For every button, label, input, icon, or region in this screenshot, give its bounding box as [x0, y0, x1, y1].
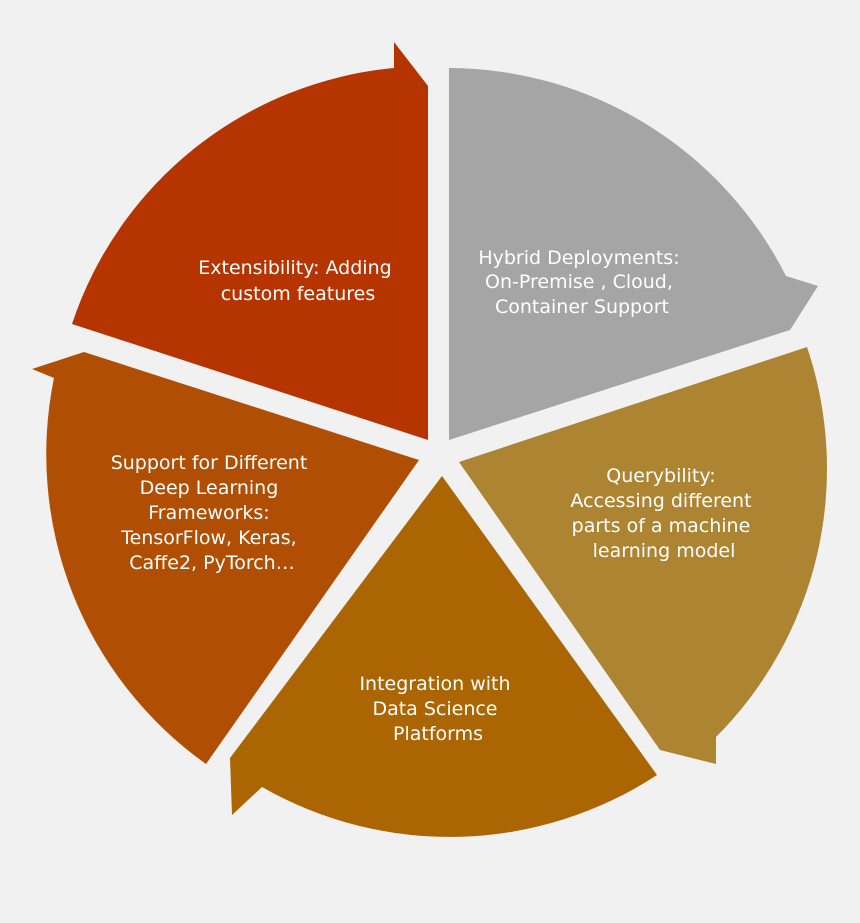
segment-querybility-label: Querybility: Accessing different parts o… — [570, 465, 757, 562]
segment-integration: Integration with Data Science Platforms — [230, 476, 657, 837]
segment-querybility-shape — [459, 347, 827, 764]
integration-label-line-1: Integration with — [359, 673, 510, 695]
integration-label-line-3: Platforms — [393, 723, 483, 745]
segment-extensibility-label: Extensibility: Adding custom features — [198, 257, 397, 305]
hybrid-label-line-2: On-Premise , Cloud, — [485, 271, 673, 293]
query-label-line-2: Accessing different — [570, 490, 751, 512]
segment-hybrid-deployments-shape — [449, 68, 818, 440]
frameworks-label-line-2: Deep Learning — [140, 477, 279, 499]
frameworks-label-line-3: Frameworks: — [148, 502, 269, 524]
query-label-line-4: learning model — [593, 540, 736, 562]
segment-extensibility-shape — [72, 42, 428, 440]
segment-integration-shape — [230, 476, 657, 837]
hybrid-label-line-3: Container Support — [495, 296, 669, 318]
segment-hybrid-deployments: Hybrid Deployments: On-Premise , Cloud, … — [449, 68, 818, 440]
extensibility-label-line-1: Extensibility: Adding — [198, 257, 391, 279]
segment-frameworks-shape — [32, 352, 419, 764]
segment-integration-label: Integration with Data Science Platforms — [359, 673, 516, 745]
segment-querybility: Querybility: Accessing different parts o… — [459, 347, 827, 764]
segment-hybrid-deployments-label: Hybrid Deployments: On-Premise , Cloud, … — [478, 247, 685, 318]
frameworks-label-line-1: Support for Different — [111, 452, 308, 474]
segment-extensibility: Extensibility: Adding custom features — [72, 42, 428, 440]
frameworks-label-line-5: Caffe2, PyTorch… — [129, 552, 294, 574]
segment-frameworks-label: Support for Different Deep Learning Fram… — [111, 452, 314, 574]
extensibility-label-line-2: custom features — [221, 283, 376, 305]
query-label-line-3: parts of a machine — [572, 515, 751, 537]
frameworks-label-line-4: TensorFlow, Keras, — [120, 527, 297, 549]
query-label-line-1: Querybility: — [606, 465, 715, 487]
segment-frameworks: Support for Different Deep Learning Fram… — [32, 352, 419, 764]
integration-label-line-2: Data Science — [372, 698, 497, 720]
hybrid-label-line-1: Hybrid Deployments: — [478, 247, 679, 269]
